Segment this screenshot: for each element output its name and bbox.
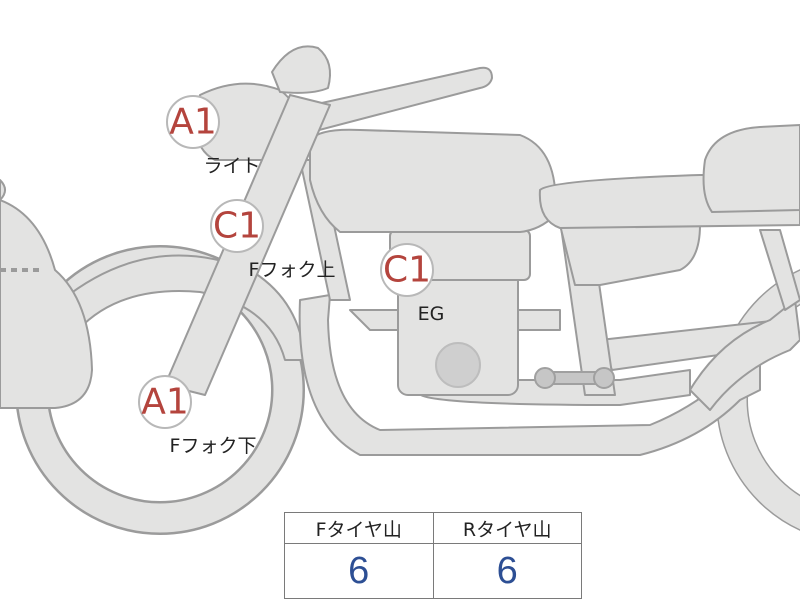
engine-cover (435, 342, 481, 388)
side-cover (559, 224, 701, 286)
grade-badge (166, 95, 220, 149)
label-ffork-upper: C1 Fフォク上 (210, 199, 336, 281)
rear-tire-header: Rタイヤ山 (432, 512, 582, 544)
exhaust-pipe (298, 294, 761, 456)
grade-text: A1 (169, 102, 217, 143)
grade-text: A1 (141, 382, 189, 423)
frame-backbone (289, 66, 493, 136)
label-light: A1 ライト (166, 95, 261, 177)
grade-text: C1 (383, 250, 431, 291)
grade-badge (138, 375, 192, 429)
label-ffork-lower: A1 Fフォク下 (138, 375, 257, 457)
grade-badge (210, 199, 264, 253)
front-cowl (0, 199, 93, 409)
front-tire-value: 6 (284, 543, 434, 599)
part-label: EG (418, 303, 445, 325)
part-label: Fフォク下 (170, 435, 257, 457)
front-tire-header: Fタイヤ山 (284, 512, 434, 544)
tire-tread-table: Fタイヤ山 Rタイヤ山 6 6 (284, 512, 582, 599)
rear-tire-value: 6 (432, 543, 582, 599)
grade-text: C1 (213, 206, 261, 247)
part-label: Fフォク上 (249, 259, 336, 281)
grade-badge (380, 243, 434, 297)
part-label: ライト (203, 155, 260, 177)
fuel-tank (309, 128, 557, 233)
label-engine: C1 EG (380, 243, 445, 325)
